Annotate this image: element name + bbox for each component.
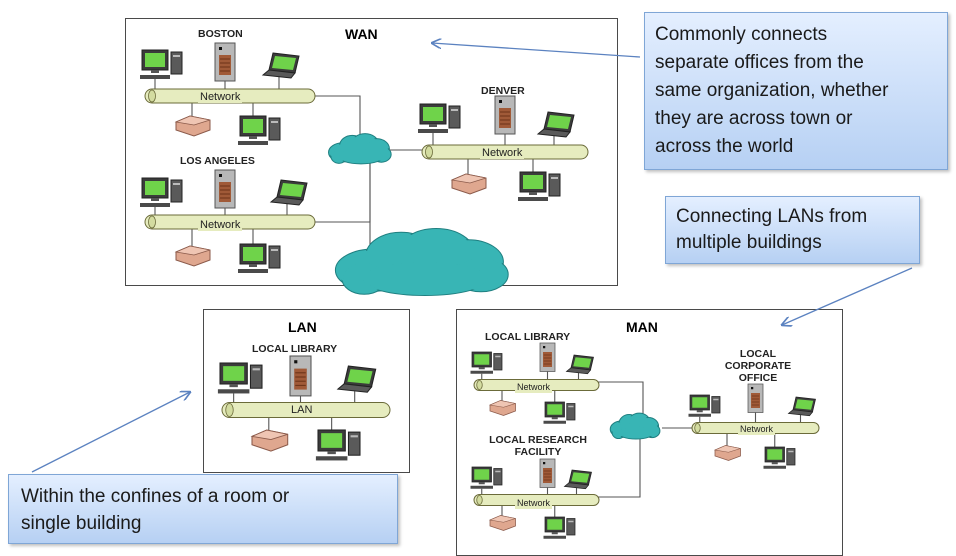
- devices: [140, 42, 816, 539]
- printer-icon: [174, 115, 211, 137]
- wan-title: WAN: [345, 26, 378, 42]
- callout-lan: Within the confines of a room or single …: [8, 474, 398, 544]
- laptop-icon: [536, 111, 575, 138]
- desktop-computer-icon: [470, 466, 503, 489]
- laptop-icon: [336, 365, 377, 393]
- cloud-icon: [609, 412, 661, 440]
- site-label-boston: BOSTON: [198, 28, 243, 40]
- printer-icon: [174, 245, 211, 267]
- callout-arrow-lan: [31, 392, 190, 473]
- desktop-computer-icon: [543, 516, 576, 539]
- callout-lan-text: Within the confines of a room or single …: [21, 486, 290, 534]
- desktop-computer-icon: [315, 429, 361, 461]
- desktop-computer-icon: [418, 103, 461, 133]
- server-tower-icon: [494, 95, 516, 135]
- printer-icon: [450, 173, 487, 195]
- bus-label-man-research: Network: [515, 497, 553, 509]
- server-tower-icon: [539, 342, 556, 372]
- callout-wan-text: Commonly connects separate offices from …: [655, 24, 889, 157]
- server-tower-icon: [214, 42, 236, 82]
- laptop-icon: [261, 52, 300, 79]
- desktop-computer-icon: [238, 243, 281, 273]
- callout-arrows: [31, 43, 913, 473]
- printer-icon: [713, 445, 741, 461]
- desktop-computer-icon: [688, 394, 721, 417]
- lan-title: LAN: [288, 319, 317, 335]
- network-diagram: [31, 0, 913, 539]
- laptop-icon: [565, 354, 594, 375]
- callout-arrow-wan: [432, 43, 641, 58]
- callout-man: Connecting LANs from multiple buildings: [665, 196, 920, 264]
- callout-arrow-man: [782, 267, 913, 325]
- site-label-denver: DENVER: [481, 85, 525, 97]
- server-tower-icon: [289, 355, 312, 397]
- bus-label-lan: LAN: [289, 404, 315, 416]
- printer-icon: [488, 400, 516, 416]
- site-label-man-research: LOCAL RESEARCH FACILITY: [489, 434, 587, 458]
- server-tower-icon: [539, 458, 556, 488]
- server-tower-icon: [747, 383, 764, 413]
- man-title: MAN: [626, 319, 658, 335]
- site-label-man-library: LOCAL LIBRARY: [485, 331, 571, 343]
- desktop-computer-icon: [140, 49, 183, 79]
- desktop-computer-icon: [217, 362, 263, 394]
- desktop-computer-icon: [543, 401, 576, 424]
- cloud-icon: [334, 228, 509, 297]
- desktop-computer-icon: [140, 177, 183, 207]
- desktop-computer-icon: [470, 351, 503, 374]
- desktop-computer-icon: [763, 446, 796, 469]
- site-label-man-corporate: LOCAL CORPORATE OFFICE: [724, 348, 792, 384]
- site-label-los-angeles: LOS ANGELES: [180, 155, 255, 167]
- bus-label-man-corporate: Network: [738, 423, 776, 435]
- clouds: [328, 133, 661, 440]
- laptop-icon: [563, 469, 592, 490]
- bus-label-denver: Network: [480, 147, 525, 159]
- desktop-computer-icon: [238, 115, 281, 145]
- callout-wan: Commonly connects separate offices from …: [644, 12, 948, 170]
- printer-icon: [488, 515, 516, 531]
- desktop-computer-icon: [518, 171, 561, 201]
- callout-man-text: Connecting LANs from multiple buildings: [676, 206, 868, 253]
- laptop-icon: [787, 396, 816, 417]
- bus-label-los-angeles: Network: [198, 219, 243, 231]
- site-label-lan-library: LOCAL LIBRARY: [252, 343, 338, 355]
- bus-label-man-library: Network: [515, 381, 553, 393]
- server-tower-icon: [214, 169, 236, 209]
- printer-icon: [250, 429, 289, 452]
- cloud-icon: [328, 133, 392, 165]
- bus-label-boston: Network: [198, 91, 243, 103]
- laptop-icon: [269, 179, 308, 206]
